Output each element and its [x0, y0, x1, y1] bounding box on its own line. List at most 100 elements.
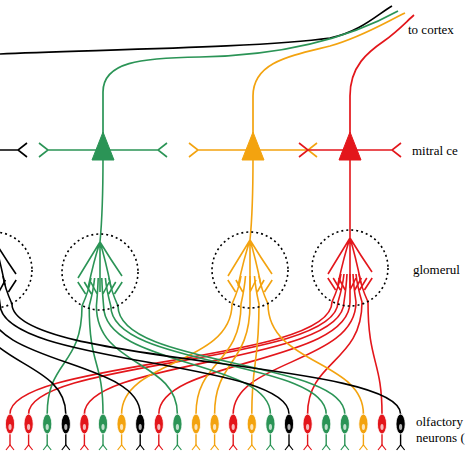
neuron-nucleus — [343, 424, 346, 430]
axon-line — [215, 276, 256, 414]
neuron-group — [5, 414, 405, 450]
neuron-nucleus — [232, 424, 235, 430]
neuron-nucleus — [325, 424, 328, 430]
neuron-nucleus — [287, 424, 290, 430]
axon-line — [29, 274, 344, 414]
neuron-body — [154, 414, 163, 434]
neuron-body — [359, 414, 368, 434]
mitral-group — [0, 132, 401, 292]
apical-dendrite — [78, 158, 122, 292]
region-label: to cortex — [408, 22, 474, 38]
neuron-cilia — [6, 445, 14, 450]
sensory-neuron — [98, 414, 107, 450]
glomerulus-outline — [0, 232, 32, 308]
neuron-body — [98, 414, 107, 434]
region-label: olfactory neurons ( — [416, 414, 474, 446]
neuron-nucleus — [139, 424, 142, 430]
axon-line — [233, 274, 361, 414]
neuron-body — [322, 414, 331, 434]
glomerulus-outline — [312, 230, 388, 306]
axon-line — [105, 278, 326, 414]
sensory-neuron — [173, 414, 182, 450]
neuron-cilia — [80, 445, 88, 450]
neuron-cilia — [192, 445, 200, 450]
neuron-body — [396, 414, 405, 434]
neuron-nucleus — [399, 424, 402, 430]
axon-line — [109, 278, 345, 414]
neuron-cilia — [25, 445, 33, 450]
neuron-nucleus — [362, 424, 365, 430]
neuron-cilia — [304, 445, 312, 450]
neuron-body — [191, 414, 200, 434]
neuron-body — [61, 414, 70, 434]
mitral-cell-body — [339, 132, 361, 160]
neuron-cilia — [43, 445, 51, 450]
sensory-neuron — [247, 414, 256, 450]
neuron-body — [340, 414, 349, 434]
neuron-nucleus — [194, 424, 197, 430]
output-axon — [350, 15, 414, 134]
neuron-body — [117, 414, 126, 434]
neuron-body — [229, 414, 238, 434]
sensory-neuron — [117, 414, 126, 450]
neuron-nucleus — [101, 424, 104, 430]
neuron-body — [173, 414, 182, 434]
sensory-neuron — [303, 414, 312, 450]
sensory-neuron — [5, 414, 14, 450]
neuron-cilia — [211, 445, 219, 450]
neuron-cilia — [248, 445, 256, 450]
neuron-nucleus — [250, 424, 253, 430]
neuron-body — [266, 414, 275, 434]
neuron-nucleus — [269, 424, 272, 430]
apical-dendrite — [0, 158, 16, 290]
output-axon — [253, 13, 405, 134]
neuron-body — [24, 414, 33, 434]
neuron-cilia — [136, 445, 144, 450]
sensory-neuron — [210, 414, 219, 450]
apical-dendrite — [228, 158, 272, 290]
sensory-neuron — [43, 414, 52, 450]
axon-line — [0, 276, 140, 414]
region-label: glomerul — [413, 262, 474, 278]
neuron-nucleus — [8, 424, 11, 430]
sensory-neuron — [136, 414, 145, 450]
neuron-nucleus — [213, 424, 216, 430]
neuron-body — [136, 414, 145, 434]
sensory-neuron — [61, 414, 70, 450]
neuron-cilia — [99, 445, 107, 450]
neuron-body — [5, 414, 14, 434]
neuron-body — [247, 414, 256, 434]
neuron-body — [80, 414, 89, 434]
neuron-cilia — [155, 445, 163, 450]
lateral-dendrite — [0, 143, 27, 157]
neuron-cilia — [62, 445, 70, 450]
neuron-nucleus — [64, 424, 67, 430]
neuron-nucleus — [27, 424, 30, 430]
neuron-nucleus — [176, 424, 179, 430]
glomerulus-outline — [62, 234, 138, 310]
axon-line — [196, 276, 246, 414]
sensory-neuron — [80, 414, 89, 450]
axon-line — [0, 276, 289, 414]
mitral-cell-body — [92, 132, 114, 160]
neuron-cilia — [359, 445, 367, 450]
axon-line — [359, 274, 382, 414]
cortex-axon-group — [0, 6, 414, 134]
axon-line — [102, 278, 271, 414]
neuron-cilia — [285, 445, 293, 450]
neuron-cilia — [266, 445, 274, 450]
neuron-cilia — [173, 445, 181, 450]
axon-line — [252, 276, 264, 414]
neuron-body — [377, 414, 386, 434]
sensory-neuron — [284, 414, 293, 450]
glomerulus-group — [0, 230, 388, 310]
sensory-neuron — [396, 414, 405, 450]
sensory-neuron — [266, 414, 275, 450]
region-label: mitral ce — [412, 143, 474, 159]
neuron-cilia — [397, 445, 405, 450]
neuron-nucleus — [380, 424, 383, 430]
sensory-neuron — [359, 414, 368, 450]
neuron-body — [210, 414, 219, 434]
